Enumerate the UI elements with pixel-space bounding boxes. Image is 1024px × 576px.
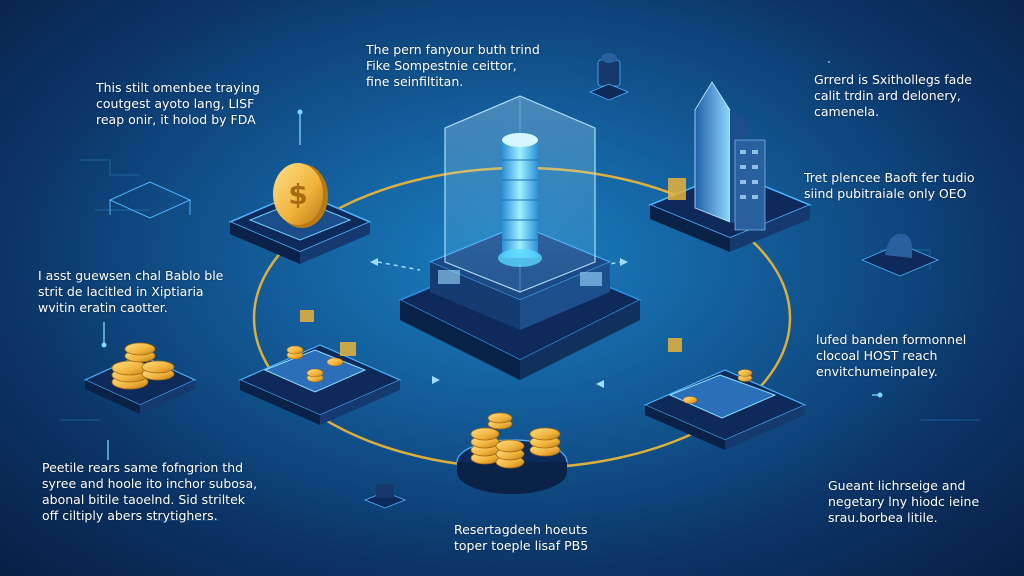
- coin-stack-icon: [111, 342, 175, 390]
- screen-icon: [108, 181, 192, 219]
- camera-icon: [588, 53, 630, 101]
- camera-icon: [363, 484, 407, 509]
- label-mid-left: I asst guewsen chal Bablo ble strit de l…: [38, 268, 223, 316]
- label-line: strit de lacitled in Xiptiaria: [38, 284, 204, 299]
- label-line: toper toeple lisaf PB5: [454, 538, 589, 553]
- device-platform-left: [238, 310, 402, 425]
- label-line: abonal bitile taoelnd. Sid striltek: [42, 492, 246, 507]
- svg-text:$: $: [288, 178, 307, 211]
- label-bottom-right: Gueant lichrseige and negetary lny hiodc…: [828, 478, 979, 526]
- label-line: srau.borbea litile.: [828, 510, 938, 525]
- label-line: Tret plencee Baoft fer tudio: [804, 170, 975, 185]
- label-line: Peetile rears same fofngrion thd: [42, 460, 244, 475]
- label-line: siind pubitraiale only OEO: [804, 186, 967, 201]
- label-line: negetary lny hiodc ieine: [828, 494, 980, 509]
- skyscraper-icon: [694, 81, 766, 231]
- label-bottom-center: Resertagdeeh hoeuts toper toeple lisaf P…: [454, 522, 588, 554]
- label-line: camenela.: [814, 104, 880, 119]
- label-line: syree and hoole ito inchor subosa,: [42, 476, 258, 491]
- label-line: lufed banden formonnel: [816, 332, 967, 347]
- label-line: clocoal HOST reach: [816, 348, 938, 363]
- label-line: Grrerd is Sxithollegs fade: [814, 72, 972, 87]
- label-line: reap onir, it holod by FDA: [96, 112, 256, 127]
- label-mid-right: Tret plencee Baoft fer tudio siind pubit…: [804, 170, 975, 202]
- label-top-left: This stilt omenbee traying coutgest ayot…: [96, 80, 260, 128]
- coin-platform-upper-left: $: [228, 163, 372, 264]
- label-line: The pern fanyour buth trind: [366, 42, 540, 57]
- skyscraper-platform: [648, 81, 812, 252]
- label-top-center: The pern fanyour buth trind Fike Sompest…: [366, 42, 540, 90]
- label-line: Gueant lichrseige and: [828, 478, 966, 493]
- label-top-right: Grrerd is Sxithollegs fade calit trdin a…: [814, 72, 972, 120]
- label-line: coutgest ayoto lang, LISF: [96, 96, 255, 111]
- device-platform-right: [643, 338, 807, 450]
- server-tower-icon: [498, 133, 542, 267]
- label-line: envitchumeinpaley.: [816, 364, 938, 379]
- label-line: I asst guewsen chal Bablo ble: [38, 268, 224, 283]
- label-line: Fike Sompestnie ceittor,: [366, 58, 517, 73]
- label-line: off ciltiply abers strytighers.: [42, 508, 218, 523]
- label-line: This stilt omenbee traying: [96, 80, 260, 95]
- coin-stack-left: [83, 342, 197, 414]
- label-lower-right: lufed banden formonnel clocoal HOST reac…: [816, 332, 966, 380]
- label-line: Resertagdeeh hoeuts: [454, 522, 588, 537]
- flow-arrows: [370, 258, 628, 388]
- central-hub: [398, 95, 642, 380]
- label-line: calit trdin ard delonery,: [814, 88, 961, 103]
- label-line: fine seinfiltitan.: [366, 74, 464, 89]
- label-bottom-left: Peetile rears same fofngrion thd syree a…: [42, 460, 257, 524]
- coin-stacks-bottom: [456, 412, 568, 494]
- coin-icon: $: [273, 163, 328, 228]
- hand-icon: [860, 233, 940, 277]
- label-line: wvitin eratin caotter.: [38, 300, 168, 315]
